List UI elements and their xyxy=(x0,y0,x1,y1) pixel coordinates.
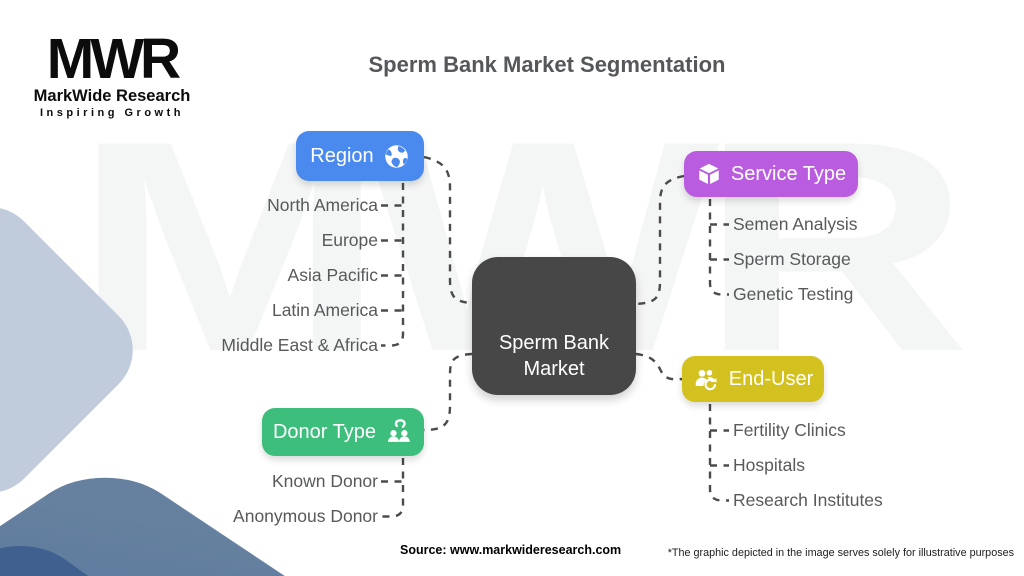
donor-item-list: Known Donor Anonymous Donor xyxy=(60,464,378,534)
node-service-type: Service Type xyxy=(684,151,858,197)
rail-donor xyxy=(381,458,405,518)
cube-icon xyxy=(696,161,722,187)
center-label-line2: Market xyxy=(523,358,585,380)
rail-region xyxy=(381,183,405,347)
list-item: Europe xyxy=(321,230,378,250)
connector-center-enduser xyxy=(635,352,683,381)
list-item: Research Institutes xyxy=(733,490,883,510)
node-end-user: End-User xyxy=(682,356,824,402)
connector-center-region xyxy=(423,155,473,305)
list-item: Hospitals xyxy=(733,455,805,475)
list-item: Known Donor xyxy=(271,471,378,491)
node-end-user-label: End-User xyxy=(728,367,814,390)
list-item: North America xyxy=(267,195,378,215)
list-item: Middle East & Africa xyxy=(221,335,378,355)
list-item: Sperm Storage xyxy=(733,249,851,269)
list-item: Genetic Testing xyxy=(733,284,854,304)
service-item-list: Semen Analysis Sperm Storage Genetic Tes… xyxy=(733,207,983,312)
connector-center-donor xyxy=(423,352,473,432)
node-region: Region xyxy=(296,131,424,181)
list-item: Fertility Clinics xyxy=(733,420,846,440)
rail-enduser xyxy=(708,404,729,502)
list-item: Semen Analysis xyxy=(733,214,858,234)
page-title: Sperm Bank Market Segmentation xyxy=(368,52,726,77)
node-service-type-label: Service Type xyxy=(730,162,847,185)
linked-donors-icon xyxy=(385,418,413,446)
rail-service xyxy=(708,199,729,296)
logo-name: MarkWide Research xyxy=(33,87,191,105)
enduser-item-list: Fertility Clinics Hospitals Research Ins… xyxy=(733,413,983,518)
source-text: Source: www.markwideresearch.com xyxy=(400,543,622,557)
list-item: Latin America xyxy=(271,300,378,320)
logo: MWR MarkWide Research Inspiring Growth xyxy=(28,27,196,120)
logo-acronym: MWR xyxy=(46,27,181,91)
center-label-line1: Sperm Bank xyxy=(498,332,610,354)
users-refresh-icon xyxy=(693,366,720,393)
connector-center-service xyxy=(635,174,685,306)
node-region-label: Region xyxy=(310,144,374,167)
logo-tagline: Inspiring Growth xyxy=(40,107,184,119)
node-center-market: Sperm Bank Market xyxy=(472,257,636,395)
node-donor-type: Donor Type xyxy=(262,408,424,456)
list-item: Anonymous Donor xyxy=(233,506,378,526)
region-item-list: North America Europe Asia Pacific Latin … xyxy=(60,188,378,363)
node-donor-type-label: Donor Type xyxy=(272,420,377,443)
globe-icon xyxy=(383,143,410,170)
disclaimer-text: *The graphic depicted in the image serve… xyxy=(667,547,1014,559)
list-item: Asia Pacific xyxy=(287,265,378,285)
